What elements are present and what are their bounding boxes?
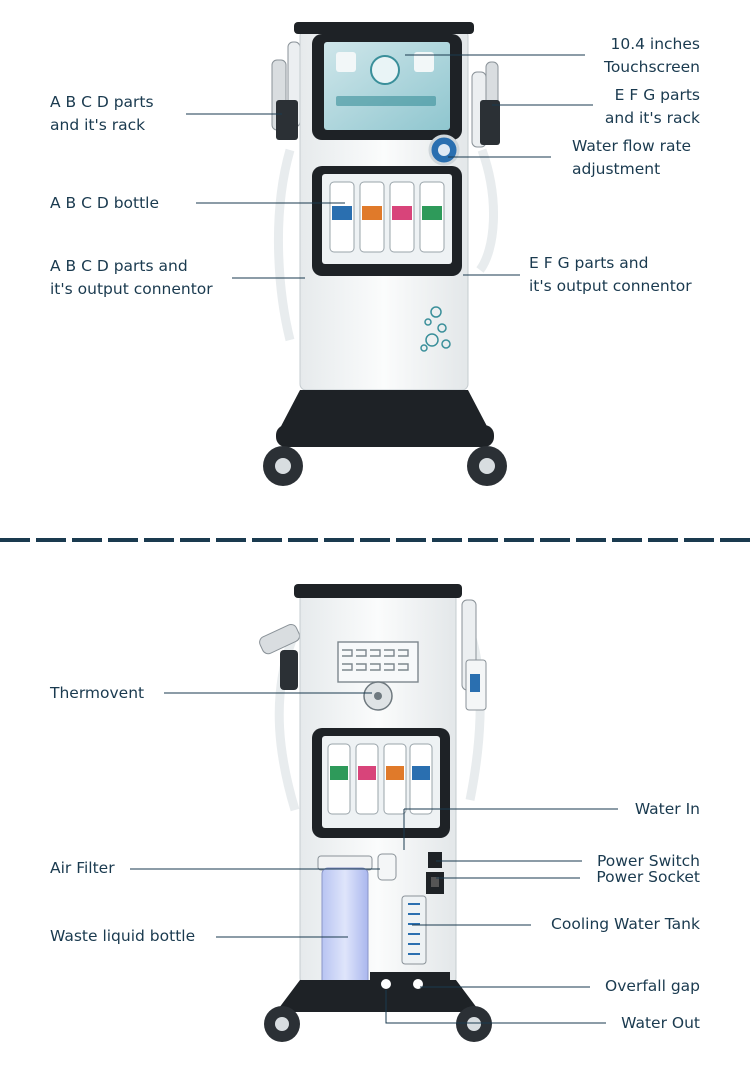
label-thermovent: Thermovent [50,684,145,702]
label-water-in: Water In [634,800,700,818]
label-power-socket: Power Socket [596,868,700,886]
back-leader-lines [130,692,618,1024]
label-water-out: Water Out [621,1014,700,1032]
label-abcd-parts-rack: A B C D parts and it's rack [50,93,154,134]
front-leader-lines [186,54,593,279]
back-machine [259,584,492,1042]
label-overfall-gap: Overfall gap [605,977,700,995]
label-abcd-bottle: A B C D bottle [50,194,160,212]
label-cooling-water-tank: Cooling Water Tank [551,915,700,933]
label-waste-liquid-bottle: Waste liquid bottle [50,927,196,945]
front-machine [263,22,507,486]
label-air-filter: Air Filter [50,859,115,877]
label-abcd-output-connector: A B C D parts and it's output connentor [50,257,213,298]
label-efg-output-connector: E F G parts and it's output connentor [529,254,692,295]
label-water-flow-rate: Water flow rate adjustment [572,137,692,178]
label-touchscreen: 10.4 inches Touchscreen [603,35,700,76]
label-efg-parts-rack: E F G parts and it's rack [604,86,700,127]
label-power-switch: Power Switch [596,852,700,870]
